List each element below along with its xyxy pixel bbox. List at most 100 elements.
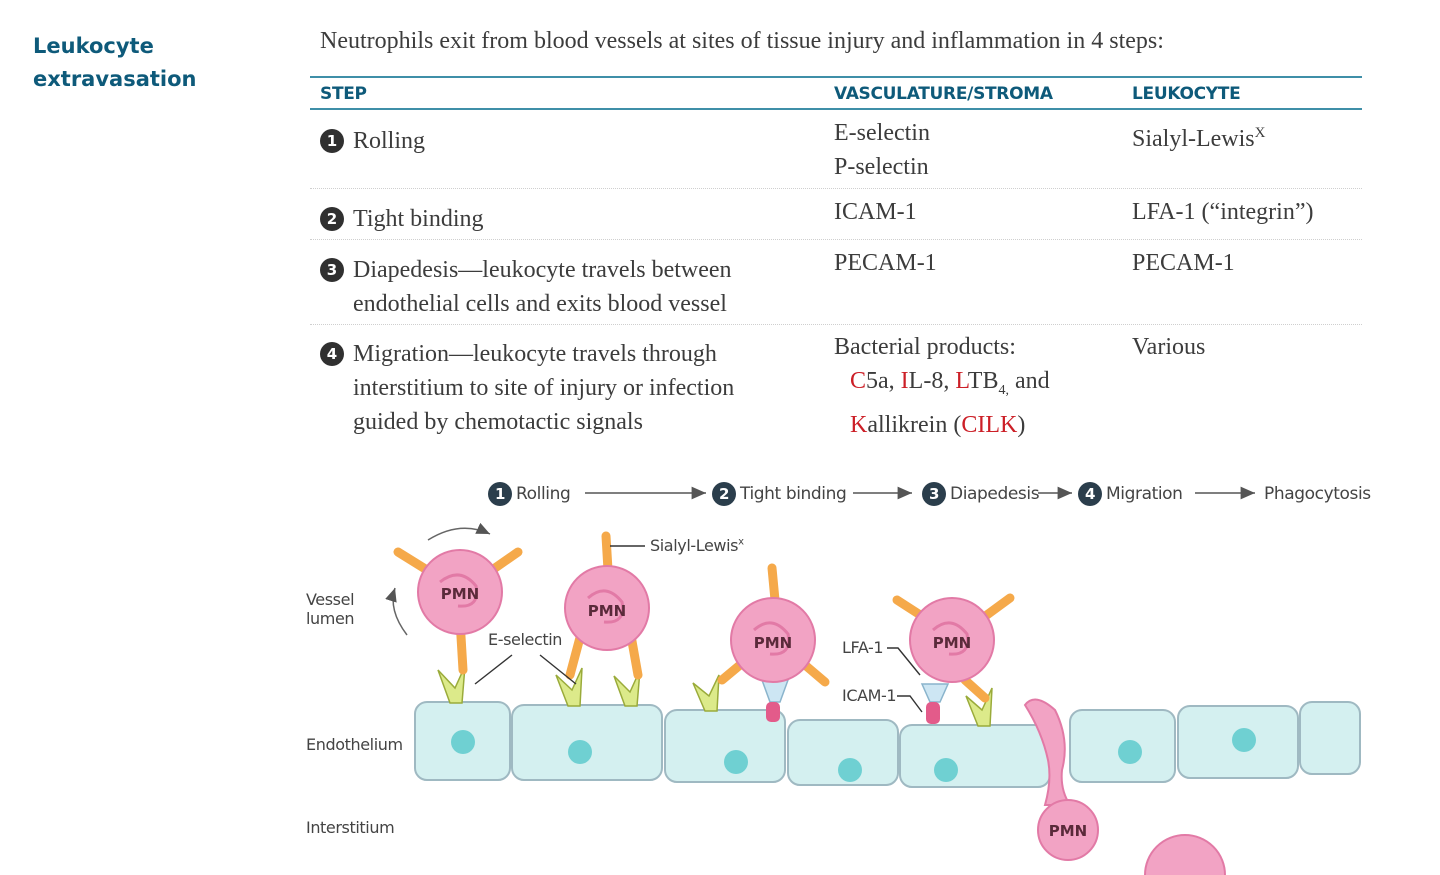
step-number-4: 4 bbox=[320, 342, 344, 366]
pmn-label: PMN bbox=[587, 602, 627, 620]
leader-line bbox=[539, 654, 577, 685]
leukocyte-value: PECAM-1 bbox=[1132, 250, 1235, 276]
leader-line bbox=[474, 654, 513, 685]
intro-text: Neutrophils exit from blood vessels at s… bbox=[320, 28, 1164, 54]
header-leukocyte: LEUKOCYTE bbox=[1132, 84, 1241, 104]
leukocyte-value: LFA-1 (“integrin”) bbox=[1132, 199, 1314, 225]
label-line: lumen bbox=[306, 609, 355, 628]
label-sialyl-lewis: Sialyl-Lewisx bbox=[650, 536, 744, 555]
flow-end-phagocytosis: Phagocytosis bbox=[1264, 484, 1371, 504]
table-row-1-vasculature: E-selectin P-selectin bbox=[834, 116, 930, 184]
superscript-x: X bbox=[1254, 125, 1266, 141]
table-row-4-leukocyte: Various bbox=[1132, 330, 1205, 364]
flow-number: 1 bbox=[488, 482, 512, 506]
e-selectin-molecules bbox=[437, 665, 993, 727]
endothelium-layer bbox=[414, 701, 1361, 788]
step-label: Rolling bbox=[353, 128, 426, 154]
step-label: guided by chemotactic signals bbox=[353, 409, 643, 435]
mnemonic-text: TB bbox=[967, 368, 999, 394]
section-title-line-2: extravasation bbox=[33, 67, 197, 91]
table-row-2-vasculature: ICAM-1 bbox=[834, 195, 917, 229]
mnemonic-text: 5a, bbox=[866, 368, 901, 394]
table-row-3-step: 3 Diapedesis—leukocyte travels between e… bbox=[320, 253, 732, 321]
mnemonic-letter-i: I bbox=[900, 368, 909, 394]
label-endothelium: Endothelium bbox=[306, 735, 403, 754]
label-interstitium: Interstitium bbox=[306, 818, 395, 837]
pmn-cell-diapedesis bbox=[1023, 698, 1226, 875]
pmn-cell-binding-2 bbox=[892, 593, 1015, 724]
pmn-cell-rolling-2 bbox=[564, 531, 650, 680]
pmn-cell-tight-binding bbox=[717, 563, 830, 722]
vasculature-value: Bacterial products: bbox=[834, 334, 1016, 360]
table-top-rule bbox=[310, 76, 1362, 78]
mnemonic-text: allikrein ( bbox=[867, 411, 962, 438]
step-label: Diapedesis—leukocyte travels between bbox=[353, 257, 732, 283]
leukocyte-value: Various bbox=[1132, 334, 1206, 360]
diagram-svg bbox=[385, 486, 1361, 875]
label-icam-1: ICAM-1 bbox=[842, 686, 897, 705]
pmn-cell-rolling-1 bbox=[393, 547, 523, 675]
mnemonic-text: L-8, bbox=[908, 368, 956, 394]
table-row-2-step: 2 Tight binding bbox=[320, 202, 484, 236]
section-title-line-1: Leukocyte bbox=[33, 34, 154, 58]
pmn-label: PMN bbox=[1048, 822, 1088, 840]
mnemonic-text: and bbox=[1008, 368, 1050, 394]
header-step: STEP bbox=[320, 84, 367, 104]
section-title: Leukocyte extravasation bbox=[33, 30, 197, 96]
mnemonic-letter-k: K bbox=[850, 411, 868, 438]
pmn-label: PMN bbox=[932, 634, 972, 652]
table-row-1-leukocyte: Sialyl-LewisX bbox=[1132, 116, 1266, 156]
flow-label: Migration bbox=[1106, 484, 1183, 504]
row-separator bbox=[310, 188, 1362, 189]
header-vasculature: VASCULATURE/STROMA bbox=[834, 84, 1053, 104]
table-header-rule bbox=[310, 108, 1362, 110]
table-row-4-vasculature: Bacterial products: C5a, IL-8, LTB4, and… bbox=[834, 330, 1050, 442]
step-label: Tight binding bbox=[353, 206, 484, 232]
flow-number: 4 bbox=[1078, 482, 1102, 506]
chemotactic-signals-line: Kallikrein (CILK) bbox=[834, 408, 1050, 442]
superscript-x: x bbox=[738, 536, 744, 548]
label-text: Sialyl-Lewis bbox=[650, 536, 739, 555]
table-row-1-step: 1 Rolling bbox=[320, 124, 425, 158]
table-row-3-vasculature: PECAM-1 bbox=[834, 246, 937, 280]
row-separator bbox=[310, 239, 1362, 240]
flow-label: Tight binding bbox=[740, 484, 847, 504]
vasculature-value: P-selectin bbox=[834, 154, 929, 180]
subscript-4: 4, bbox=[998, 382, 1009, 398]
flow-label: Phagocytosis bbox=[1264, 484, 1371, 504]
flow-label: Rolling bbox=[516, 484, 571, 504]
chemotactic-signals-line: C5a, IL-8, LTB4, and bbox=[834, 364, 1050, 408]
vasculature-value: PECAM-1 bbox=[834, 250, 937, 276]
mnemonic-letter-c: C bbox=[850, 368, 867, 394]
pmn-label: PMN bbox=[440, 585, 480, 603]
leader-line bbox=[887, 647, 921, 676]
rolling-arrow bbox=[385, 587, 408, 636]
flow-label: Diapedesis bbox=[950, 484, 1040, 504]
step-label: interstitium to site of injury or infect… bbox=[353, 375, 735, 401]
mnemonic-letter-l: L bbox=[955, 368, 968, 394]
row-separator bbox=[310, 324, 1362, 325]
step-number-2: 2 bbox=[320, 207, 344, 231]
pmn-label: PMN bbox=[753, 634, 793, 652]
leukocyte-value: Sialyl-Lewis bbox=[1132, 126, 1255, 152]
label-lfa-1: LFA-1 bbox=[842, 638, 884, 657]
step-number-3: 3 bbox=[320, 258, 344, 282]
table-row-3-leukocyte: PECAM-1 bbox=[1132, 246, 1235, 280]
table-row-4-step: 4 Migration—leukocyte travels through in… bbox=[320, 337, 734, 439]
leader-line bbox=[897, 695, 923, 713]
mnemonic-text: ) bbox=[1017, 411, 1026, 438]
vasculature-value: E-selectin bbox=[834, 120, 930, 146]
vasculature-value: ICAM-1 bbox=[834, 199, 917, 225]
rolling-arrow bbox=[427, 522, 491, 541]
table-row-2-leukocyte: LFA-1 (“integrin”) bbox=[1132, 195, 1314, 229]
label-e-selectin: E-selectin bbox=[488, 630, 563, 649]
step-label: Migration—leukocyte travels through bbox=[353, 341, 717, 367]
flow-number: 2 bbox=[712, 482, 736, 506]
step-number-1: 1 bbox=[320, 129, 344, 153]
label-line: Vessel bbox=[306, 590, 355, 609]
